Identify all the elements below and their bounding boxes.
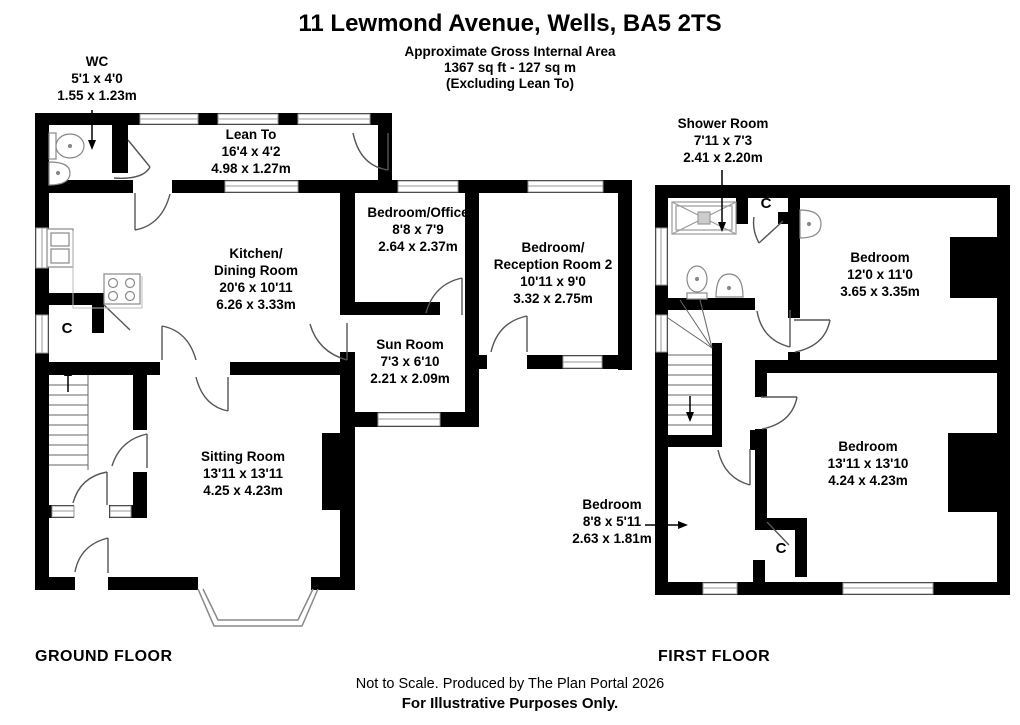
bedroom-reception-label: Bedroom/ Reception Room 2 10'11 x 9'0 3.… <box>494 239 613 307</box>
room-name: WC <box>85 54 109 69</box>
room-name: Bedroom/ <box>521 240 585 255</box>
sink-icon <box>48 161 71 186</box>
ground-floor-plan <box>35 110 632 627</box>
staircase-first <box>667 299 713 426</box>
sun-room-label: Sun Room 7'3 x 6'10 2.21 x 2.09m <box>370 336 450 387</box>
first-floor-doors <box>717 216 831 546</box>
room-name: Bedroom <box>850 250 910 265</box>
subtitle-exclusion: (Excluding Lean To) <box>446 76 574 91</box>
shower-tray-icon <box>671 201 737 235</box>
ground-floor-doors <box>72 132 528 573</box>
room-name: Kitchen/ <box>229 246 283 261</box>
room-dimensions-metric: 1.55 x 1.23m <box>57 88 137 103</box>
room-dimensions-metric: 4.24 x 4.23m <box>828 473 908 488</box>
room-name: Sun Room <box>376 337 444 352</box>
sink-icon-shower <box>715 273 744 298</box>
bedroom-2-label: Bedroom 13'11 x 13'10 4.24 x 4.23m <box>828 438 909 489</box>
first-floor-walls <box>655 185 1010 595</box>
room-name: Bedroom/Office <box>367 205 469 220</box>
room-dimensions-metric: 2.63 x 1.81m <box>572 531 652 546</box>
room-dimensions-imperial: 13'11 x 13'10 <box>827 456 909 471</box>
room-dimensions-metric: 2.21 x 2.09m <box>370 371 450 386</box>
room-name: Sitting Room <box>201 449 285 464</box>
room-dimensions-metric: 3.65 x 3.35m <box>840 284 920 299</box>
footer-disclaimer: Not to Scale. Produced by The Plan Porta… <box>355 676 665 692</box>
wc-leader-arrow <box>88 110 96 150</box>
room-name: Bedroom <box>838 439 898 454</box>
subtitle-size: 1367 sq ft - 127 sq m <box>443 60 577 75</box>
room-dimensions-metric: 4.98 x 1.27m <box>211 161 291 176</box>
room-dimensions-metric: 4.25 x 4.23m <box>203 483 283 498</box>
room-name: Bedroom <box>582 497 642 512</box>
room-name: Dining Room <box>214 263 298 278</box>
bedroom3-leader-arrow <box>645 521 688 529</box>
room-dimensions-imperial: 16'4 x 4'2 <box>221 144 281 159</box>
room-name: Shower Room <box>677 116 769 131</box>
room-dimensions-imperial: 5'1 x 4'0 <box>71 71 123 86</box>
lean-to-label: Lean To 16'4 x 4'2 4.98 x 1.27m <box>211 126 291 177</box>
room-name: Lean To <box>225 127 277 142</box>
ground-floor-label: GROUND FLOOR <box>35 648 173 665</box>
wc-label: WC 5'1 x 4'0 1.55 x 1.23m <box>57 53 137 104</box>
kitchen-counter <box>72 231 143 309</box>
cupboard-label-first-bottom: C <box>775 540 787 557</box>
hob-icon <box>103 273 141 305</box>
first-floor-plan <box>645 170 1010 595</box>
ground-floor-windows <box>35 113 604 518</box>
footer-illustrative: For Illustrative Purposes Only. <box>401 695 619 712</box>
room-dimensions-imperial: 8'8 x 5'11 <box>582 514 642 529</box>
room-dimensions-imperial: 12'0 x 11'0 <box>847 267 913 282</box>
room-dimensions-metric: 3.32 x 2.75m <box>513 291 593 306</box>
room-dimensions-metric: 2.64 x 2.37m <box>378 239 458 254</box>
cupboard-label-first-top: C <box>760 195 772 212</box>
toilet-icon <box>48 132 85 160</box>
page-title: 11 Lewmond Avenue, Wells, BA5 2TS <box>298 10 722 37</box>
room-dimensions-imperial: 8'8 x 7'9 <box>392 222 444 237</box>
sink-icon-bedroom <box>799 209 822 239</box>
room-dimensions-imperial: 7'11 x 7'3 <box>693 133 753 148</box>
room-dimensions-metric: 2.41 x 2.20m <box>683 150 763 165</box>
sitting-room-label: Sitting Room 13'11 x 13'11 4.25 x 4.23m <box>201 448 285 499</box>
kitchen-sink-icon <box>46 228 74 268</box>
subtitle-area: Approximate Gross Internal Area <box>404 44 616 59</box>
room-dimensions-imperial: 20'6 x 10'11 <box>219 280 293 295</box>
kitchen-dining-label: Kitchen/ Dining Room 20'6 x 10'11 6.26 x… <box>214 245 298 313</box>
room-name: Reception Room 2 <box>493 257 613 272</box>
room-dimensions-imperial: 13'11 x 13'11 <box>202 466 283 481</box>
room-dimensions-metric: 6.26 x 3.33m <box>216 297 296 312</box>
bedroom-1-label: Bedroom 12'0 x 11'0 3.65 x 3.35m <box>840 249 920 300</box>
bedroom-office-label: Bedroom/Office 8'8 x 7'9 2.64 x 2.37m <box>367 204 468 255</box>
bay-window <box>197 588 319 627</box>
first-floor-windows <box>655 227 934 595</box>
first-floor-label: FIRST FLOOR <box>658 648 771 665</box>
staircase-ground <box>49 366 89 470</box>
toilet-icon-first <box>686 265 708 300</box>
room-dimensions-imperial: 7'3 x 6'10 <box>380 354 440 369</box>
bedroom-3-label: Bedroom 8'8 x 5'11 2.63 x 1.81m <box>572 496 652 547</box>
cupboard-label-ground: C <box>61 320 73 337</box>
shower-room-label: Shower Room 7'11 x 7'3 2.41 x 2.20m <box>678 115 769 166</box>
room-dimensions-imperial: 10'11 x 9'0 <box>520 274 586 289</box>
shower-leader-arrow <box>718 170 726 232</box>
